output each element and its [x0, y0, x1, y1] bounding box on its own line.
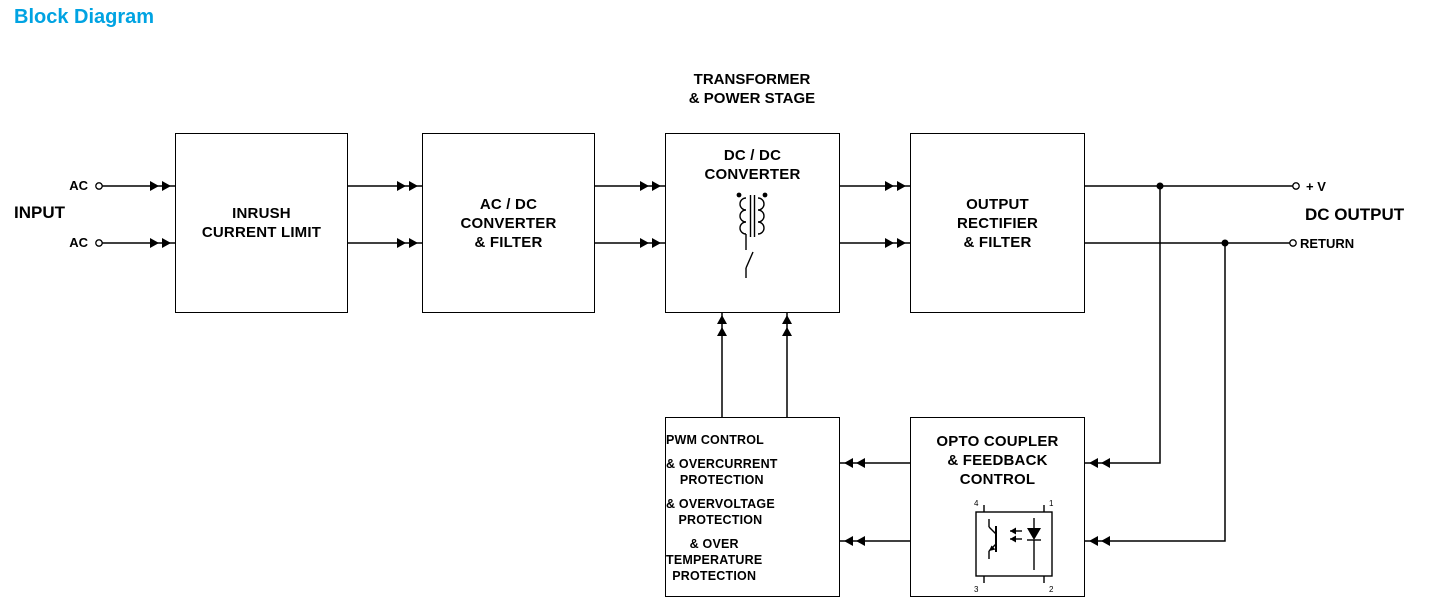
ac-input-terminal-icon — [95, 182, 103, 247]
block-inrush-current-limit: INRUSH CURRENT LIMIT — [175, 133, 348, 313]
block-acdc-converter-filter: AC / DC CONVERTER & FILTER — [422, 133, 595, 313]
transformer-stage-label: TRANSFORMER & POWER STAGE — [688, 71, 816, 107]
block-dcdc-label: DC / DC CONVERTER — [704, 147, 801, 183]
ac-neutral-label: AC — [69, 235, 88, 250]
dc-output-label: DC OUTPUT — [1305, 205, 1405, 224]
pwm-label-line: & OVERVOLTAGE PROTECTION — [666, 497, 775, 527]
block-opto-label: OPTO COUPLER & FEEDBACK CONTROL — [936, 433, 1059, 488]
return-label: RETURN — [1300, 236, 1355, 251]
block-acdc-label: AC / DC CONVERTER & FILTER — [460, 195, 557, 251]
pwm-label-line: & OVERCURRENT PROTECTION — [666, 457, 778, 487]
dc-output-terminal-icon — [1289, 182, 1300, 247]
pwm-label-line: & OVER TEMPERATURE PROTECTION — [666, 537, 763, 583]
block-opto-coupler-feedback: OPTO COUPLER & FEEDBACK CONTROL — [910, 417, 1085, 597]
input-label: INPUT — [14, 203, 65, 222]
pwm-label-line: PWM CONTROL — [666, 433, 765, 447]
block-output-rectifier-label: OUTPUT RECTIFIER & FILTER — [957, 195, 1038, 251]
page-title: Block Diagram — [14, 6, 155, 28]
block-output-rectifier-filter: OUTPUT RECTIFIER & FILTER — [910, 133, 1085, 313]
plus-v-label: + V — [1306, 179, 1326, 194]
block-dcdc-converter: DC / DC CONVERTER — [665, 133, 840, 313]
ac-line-label: AC — [69, 178, 88, 193]
block-pwm-control-protection: PWM CONTROL & OVERCURRENT PROTECTION & O… — [665, 417, 840, 597]
block-inrush-label: INRUSH CURRENT LIMIT — [201, 205, 322, 241]
